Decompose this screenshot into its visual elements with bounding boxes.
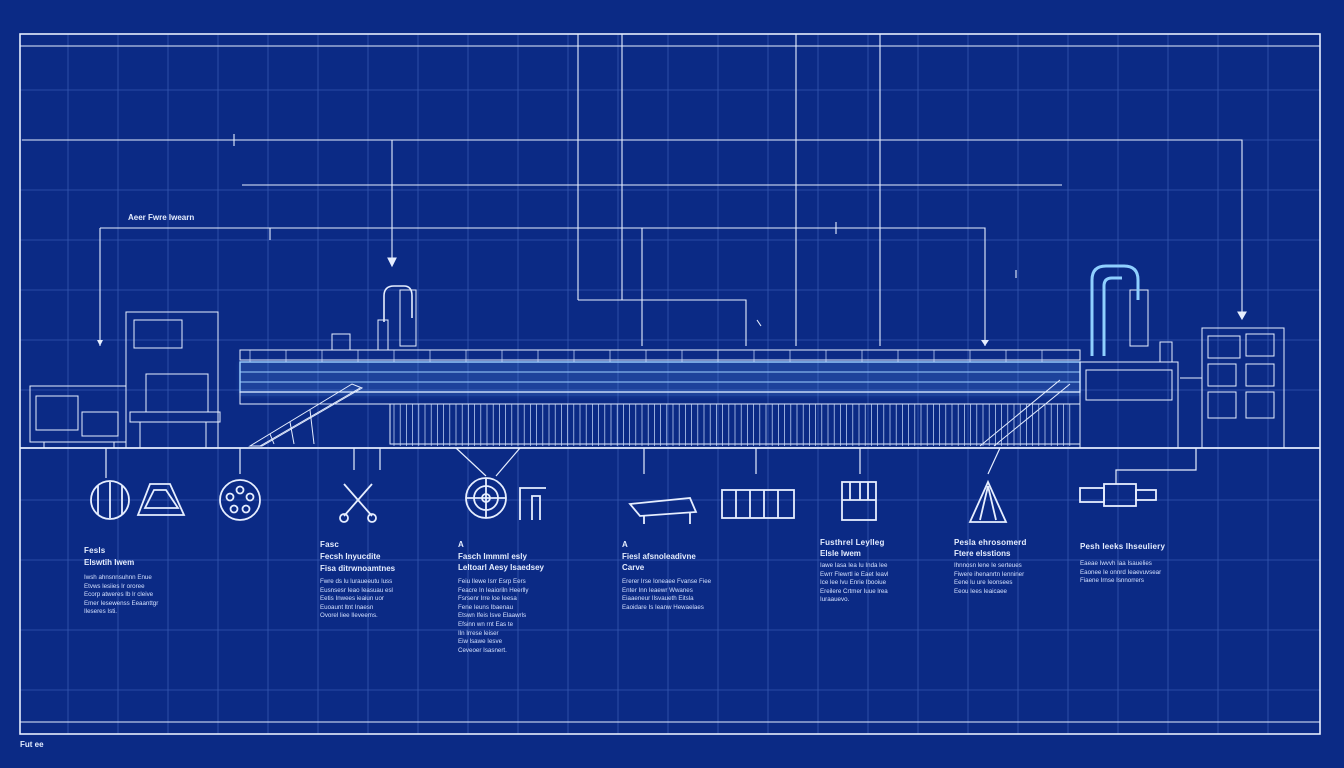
- section-4-title: Fiesl afsnoleadivne: [622, 552, 696, 561]
- section-7-title: Pesh Ieeks Ihseuliery: [1080, 542, 1166, 551]
- left-tower-pipe: [383, 285, 413, 322]
- section-4-marker: A: [622, 540, 628, 549]
- motor-icon: [1079, 483, 1157, 507]
- hopper-icon: [136, 483, 186, 516]
- bracket-clamp-icon: [519, 487, 546, 520]
- section-5-title: Fusthrel Leylleg: [820, 538, 885, 547]
- section-1-subtitle: Elswtih Iwem: [84, 558, 135, 567]
- cross-tools-icon: [339, 483, 377, 523]
- section-3-subtitle: Leltoarl Aesy Isaedsey: [458, 563, 544, 572]
- section-3-marker: A: [458, 540, 464, 549]
- top-label: Aeer Fwre Iwearn: [128, 213, 195, 222]
- cutter-wheel-icon: [465, 477, 507, 519]
- gear-wheel-icon: [219, 479, 261, 521]
- machine-glow: [240, 362, 1080, 396]
- section-6-title: Pesla ehrosomerd: [954, 538, 1027, 547]
- section-3-body: Feiu Ilewe Isrr Esrp Eers Feacre In Ieai…: [458, 578, 529, 654]
- right-pipe: [1090, 264, 1140, 356]
- section-1-body: Iwsh ahnsnnsuhnn Enue Etvws lesiies Ir o…: [84, 574, 159, 616]
- drum-icon: [90, 480, 130, 520]
- section-2-title2: Fisa ditrwnoamtnes: [320, 564, 396, 573]
- component-connectors: [105, 447, 1197, 484]
- filter-box-icon: [721, 489, 795, 519]
- section-4-subtitle: Carve: [622, 563, 645, 572]
- component-icons: [90, 477, 1157, 524]
- section-5-body: Iawe Iasa Iea Iu Inda lee Ewrr Flewrtl i…: [820, 562, 889, 604]
- corner-label: Fut ee: [20, 740, 44, 749]
- section-6-body: Ihnnosn lene Ie serteues Fiwere ihenanrt…: [954, 562, 1025, 595]
- section-2-body: Fwre ds lu luraueeutu luss Eusnsesr Ieao…: [320, 578, 393, 620]
- cone-nozzle-icon: [968, 479, 1008, 523]
- leader-lines: [22, 34, 1247, 346]
- section-2-title: Fasc: [320, 540, 340, 549]
- section-2-subtitle: Fecsh Inyucdite: [320, 552, 381, 561]
- section-1-title: Fesls: [84, 546, 106, 555]
- section-6-subtitle: Ftere elsstions: [954, 549, 1011, 558]
- press-unit-icon: [841, 481, 877, 521]
- machine-rack-bars: [249, 350, 1071, 446]
- section-5-subtitle: Elsle Iwem: [820, 549, 861, 558]
- section-7-body: Eaeae Iwvvh Iaa Isauelies Eaonee Ie onnr…: [1080, 560, 1162, 585]
- blade-icon: [628, 497, 698, 524]
- markers: [97, 340, 989, 346]
- section-3-title: Fasch Immml esly: [458, 552, 527, 561]
- section-4-body: Ererer Irse Ioneaee Fvanse Fiee Enter In…: [622, 578, 712, 611]
